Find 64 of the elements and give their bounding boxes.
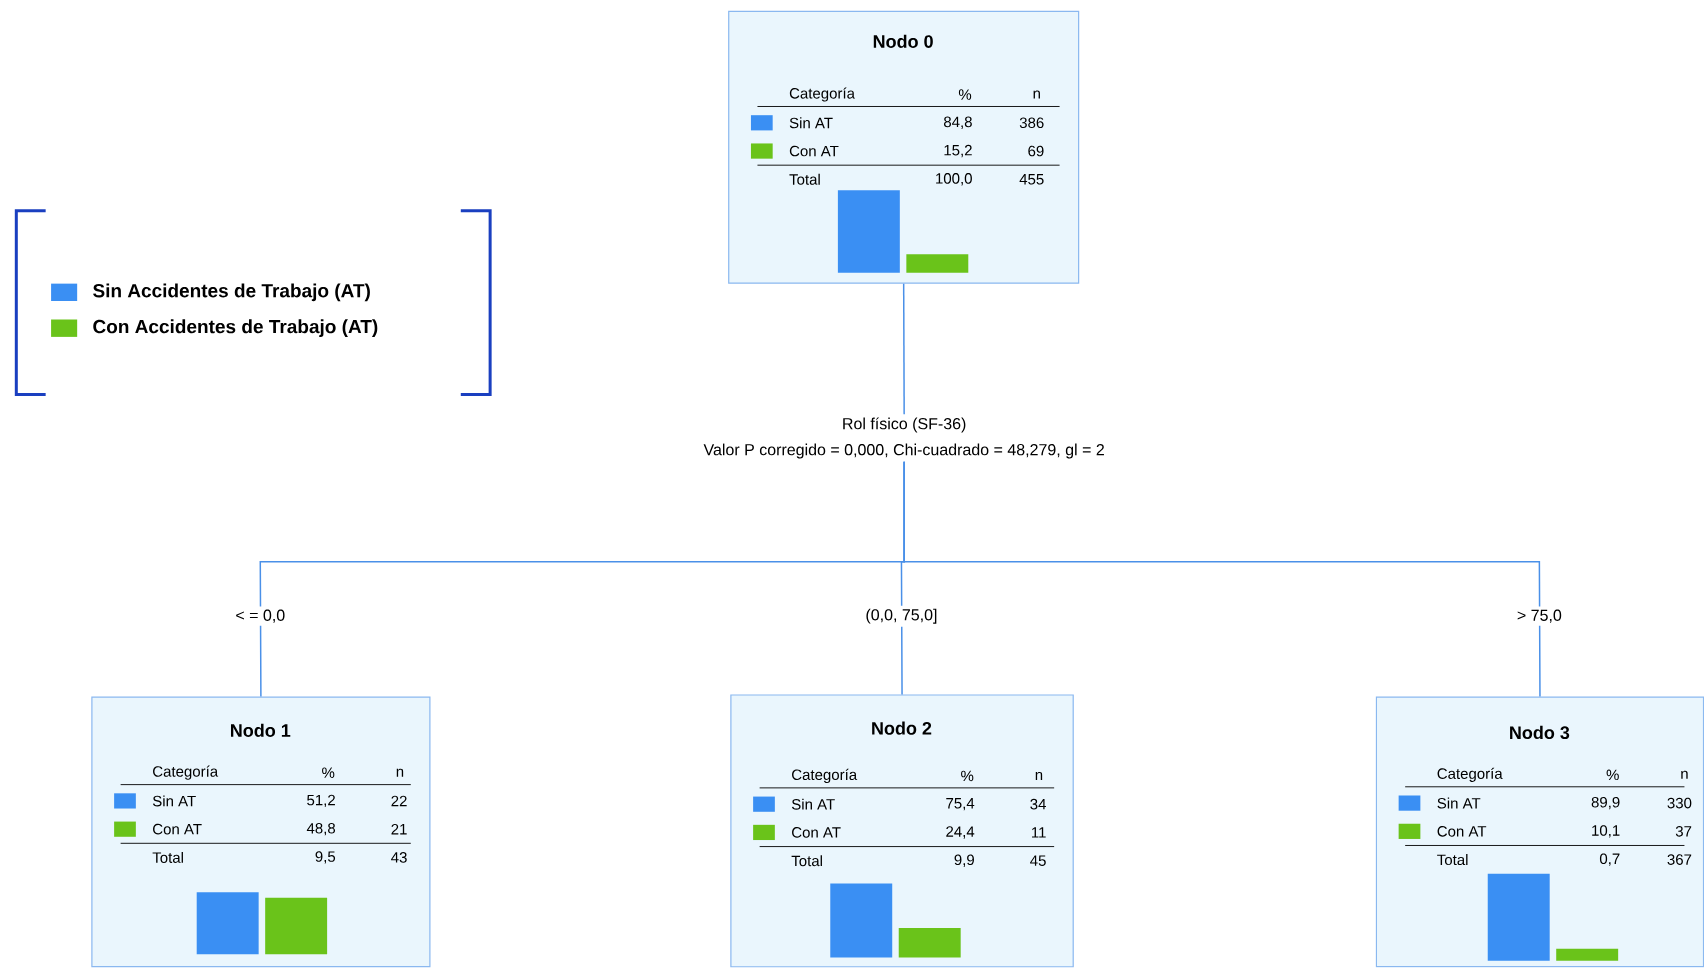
node-heading: Nodo 0 [873,34,933,48]
table-cell: 9,5 [315,851,336,864]
edge-label: (0,0, 75,0] [862,605,941,627]
tree-node [728,10,1080,284]
table-cell: Sin AT [1437,797,1481,809]
table-cell: 51,2 [307,794,335,807]
node-heading: Nodo 2 [872,721,932,735]
edge-label: > 75,0 [1513,606,1565,626]
edge-label: < = 0,0 [232,606,289,626]
column-header: Categoría [1437,767,1503,782]
table-cell: 89,9 [1591,796,1620,810]
column-header: Categoría [792,768,858,783]
table-cell: 100,0 [936,173,972,186]
column-header: n [1681,770,1688,779]
table-cell: 330 [1667,797,1692,809]
table-cell: Sin AT [152,795,196,807]
table-cell: 455 [1019,173,1044,185]
table-cell: 9,9 [954,854,974,867]
table-cell: Con AT [792,827,841,838]
tree-node [730,694,1074,968]
table-cell: 0,7 [1599,853,1620,866]
tree-node [1375,696,1704,968]
table-cell: 22 [391,795,407,807]
table-cell: 10,1 [1592,825,1620,838]
column-header: n [1033,90,1040,99]
table-cell: 15,2 [944,144,972,158]
table-cell: 21 [391,823,407,835]
table-cell: 84,8 [944,116,972,129]
legend-label: Sin Accidentes de Trabajo (AT) [93,283,370,302]
column-header: n [1035,771,1043,780]
table-cell: Sin AT [791,798,835,810]
table-cell: 69 [1028,145,1044,157]
column-header: % [1606,769,1619,780]
node-heading: Nodo 3 [1510,725,1570,739]
column-header: % [958,89,972,100]
table-cell: Con AT [1437,825,1487,837]
table-cell: Total [1437,853,1468,865]
connector [902,282,905,415]
table-cell: Total [152,851,183,863]
column-header: Categoría [789,87,855,102]
table-cell: Con AT [153,823,202,835]
table-cell: 75,4 [946,797,975,811]
column-header: Categoría [153,765,219,780]
legend-label: Con Accidentes de Trabajo (AT) [93,319,378,337]
table-cell: 11 [1032,827,1046,838]
column-header: % [322,767,335,778]
table-cell: 34 [1030,798,1046,810]
column-header: % [961,770,974,782]
tree-node [91,696,431,968]
table-cell: 43 [391,852,407,863]
table-cell: 45 [1030,855,1046,866]
table-cell: 386 [1019,117,1044,128]
connector [903,460,1541,698]
table-cell: 48,8 [306,822,336,836]
table-cell: Sin AT [789,117,833,129]
column-header: n [396,768,404,777]
table-cell: Total [791,855,822,867]
table-cell: 367 [1667,854,1692,865]
table-cell: 37 [1675,825,1692,837]
table-cell: Con AT [789,145,839,157]
table-cell: Total [789,173,820,185]
split-criterion-text: Rol físico (SF-36) Valor P corregido = 0,000, Chi-cuadrado = 48,279, gl = 2 [703,417,1104,459]
table-cell: 24,4 [946,826,975,839]
node-heading: Nodo 1 [231,723,291,737]
